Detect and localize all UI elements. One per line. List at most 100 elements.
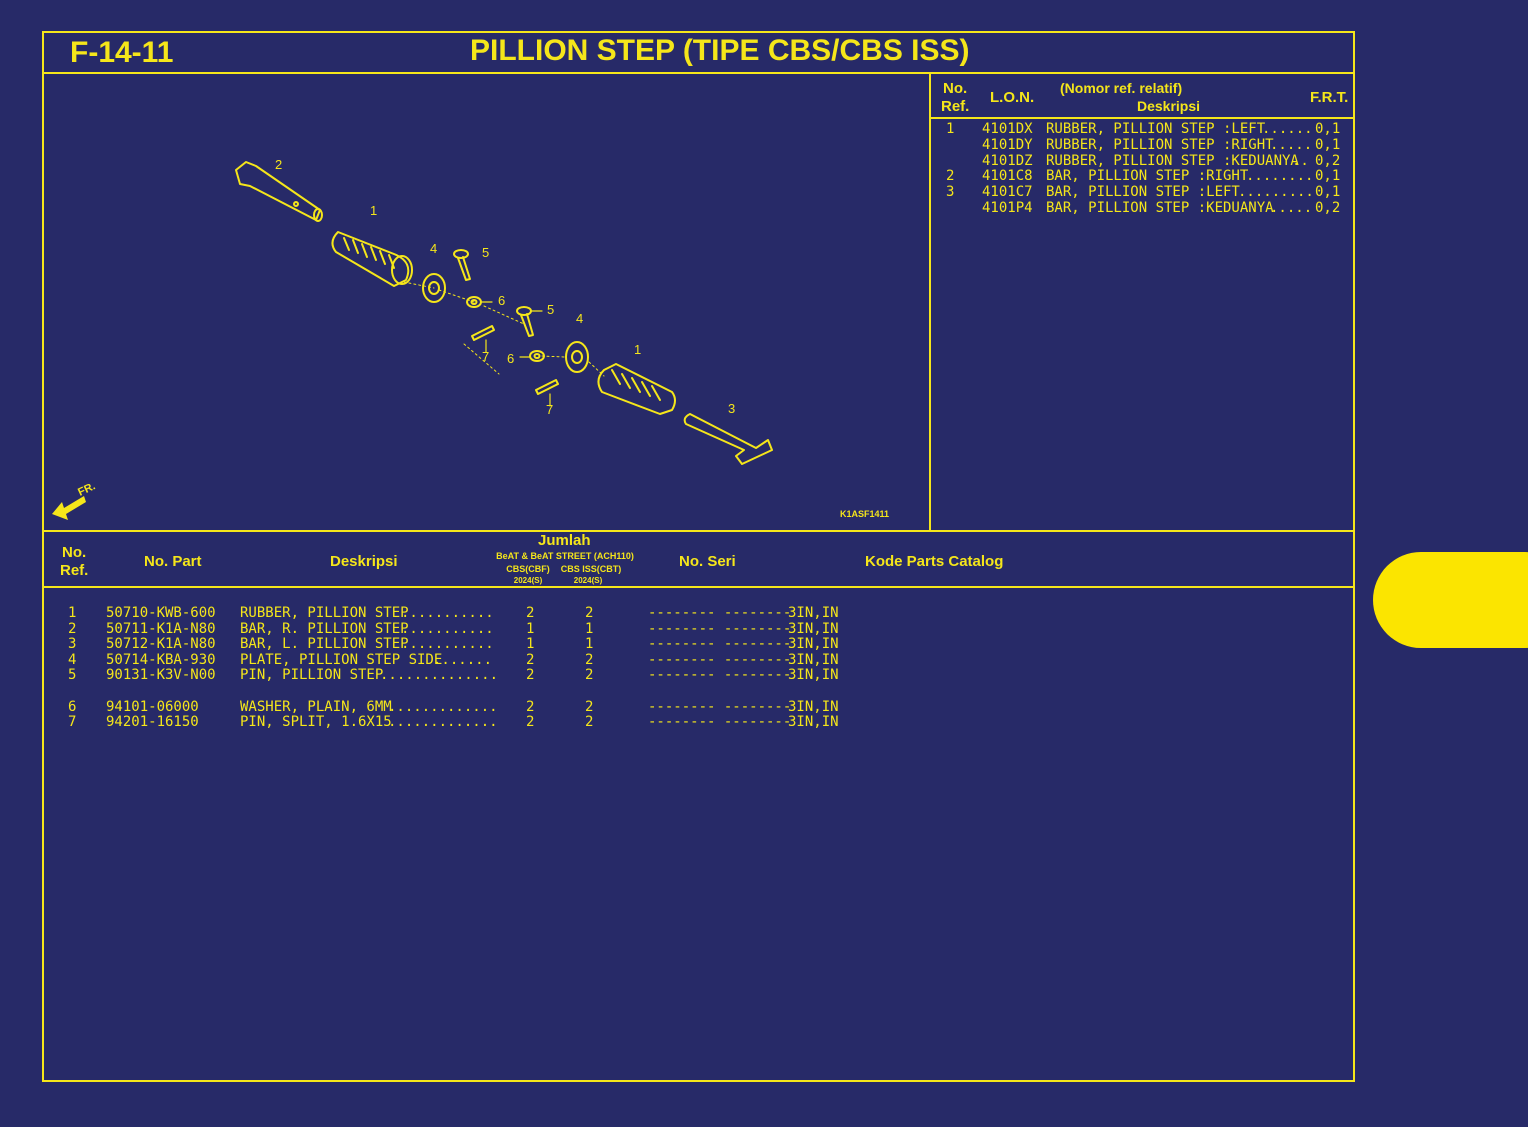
qty2-cell: 2 [585, 652, 594, 668]
dots-cell: ..... [1270, 200, 1313, 216]
front-label: FR. [76, 480, 97, 498]
diagram-bottom-divider [42, 530, 1355, 532]
part-number-cell: 50714-KBA-930 [106, 652, 216, 668]
frt-cell: 0,2 [1315, 200, 1341, 216]
qty1-cell: 2 [526, 605, 535, 621]
seri-cell: -------- -------- [648, 714, 792, 730]
seri-cell: -------- -------- [648, 636, 792, 652]
desc-cell: BAR, PILLION STEP :RIGHT [1046, 168, 1249, 184]
desc-cell: PLATE, PILLION STEP SIDE [240, 652, 443, 668]
lon-cell: 4101C8 [982, 168, 1033, 184]
seri-cell: -------- -------- [648, 699, 792, 715]
ref-cell: 3 [68, 636, 77, 652]
qty1-cell: 2 [526, 652, 535, 668]
catalog-cell: 3IN,IN [788, 714, 839, 730]
ref-cell: 4 [68, 652, 77, 668]
callout-2: 2 [275, 157, 282, 172]
qty1-cell: 2 [526, 714, 535, 730]
parts-header-divider [42, 586, 1355, 588]
dots-cell: ........... [401, 605, 494, 621]
dots-cell: ............. [388, 714, 498, 730]
dots-cell: ....... [433, 652, 493, 668]
ref-header-frt: F.R.T. [1310, 89, 1349, 106]
parts-header-year2: 2024(S) [573, 576, 603, 585]
ref-header-ref: Ref. [941, 98, 970, 115]
part-number-cell: 94201-16150 [106, 714, 199, 730]
ref-header-no: No. [943, 80, 968, 97]
part-bar-left [683, 413, 773, 465]
part-number-cell: 50711-K1A-N80 [106, 621, 216, 637]
part-washer-lower [519, 350, 545, 362]
desc-cell: RUBBER, PILLION STEP :KEDUANYA [1046, 153, 1299, 169]
qty2-cell: 1 [585, 621, 594, 637]
dots-cell: ........ [1246, 168, 1314, 184]
qty2-cell: 2 [585, 667, 594, 683]
desc-cell: RUBBER, PILLION STEP :RIGHT [1046, 137, 1274, 153]
side-tab[interactable] [1373, 552, 1528, 648]
part-rubber-upper [331, 231, 413, 287]
part-bar-right [235, 161, 323, 222]
lon-cell: 4101C7 [982, 184, 1033, 200]
parts-header-catalog: Kode Parts Catalog [865, 553, 1004, 570]
qty2-cell: 2 [585, 605, 594, 621]
part-plate-lower [565, 341, 589, 373]
desc-cell: RUBBER, PILLION STEP :LEFT [1046, 121, 1266, 137]
ref-cell: 3 [946, 184, 955, 200]
part-number-cell: 90131-K3V-N00 [106, 667, 216, 683]
qty1-cell: 1 [526, 621, 535, 637]
callout-5-upper: 5 [482, 245, 489, 260]
callout-6-upper: 6 [498, 293, 505, 308]
seri-cell: -------- -------- [648, 667, 792, 683]
part-rubber-lower [597, 363, 676, 415]
qty2-cell: 2 [585, 699, 594, 715]
callout-1-lower: 1 [634, 342, 641, 357]
ref-header-desc-top: (Nomor ref. relatif) [1060, 80, 1183, 96]
seri-cell: -------- -------- [648, 652, 792, 668]
qty2-cell: 2 [585, 714, 594, 730]
part-number-cell: 50710-KWB-600 [106, 605, 216, 621]
ref-header-lon: L.O.N. [990, 89, 1035, 106]
catalog-cell: 3IN,IN [788, 652, 839, 668]
qty1-cell: 1 [526, 636, 535, 652]
parts-header-col2: CBS ISS(CBT) [560, 564, 622, 574]
dots-cell: ......... [1238, 184, 1314, 200]
qty1-cell: 2 [526, 699, 535, 715]
ref-cell: 1 [946, 121, 955, 137]
callout-7-upper: 7 [482, 349, 489, 364]
desc-cell: BAR, PILLION STEP :KEDUANYA [1046, 200, 1274, 216]
catalog-cell: 3IN,IN [788, 621, 839, 637]
desc-cell: BAR, PILLION STEP :LEFT [1046, 184, 1240, 200]
dots-cell: ............. [388, 699, 498, 715]
parts-header-ref: Ref. [60, 562, 89, 579]
callout-5-lower: 5 [547, 302, 554, 317]
desc-cell: BAR, L. PILLION STEP [240, 636, 409, 652]
parts-header-jumlah: Jumlah [538, 532, 591, 549]
part-washer-upper [466, 296, 493, 308]
part-number-cell: 50712-K1A-N80 [106, 636, 216, 652]
lon-cell: 4101DZ [982, 153, 1033, 169]
part-pin-lower [516, 306, 543, 337]
frt-cell: 0,1 [1315, 168, 1341, 184]
frt-cell: 0,2 [1315, 153, 1341, 169]
seri-cell: -------- -------- [648, 621, 792, 637]
exploded-diagram: 2 1 4 5 6 5 4 7 6 1 7 3 FR. K1ASF1411 [52, 157, 889, 520]
lon-cell: 4101P4 [982, 200, 1033, 216]
dots-cell: ..... [1270, 137, 1313, 153]
catalog-cell: 3IN,IN [788, 667, 839, 683]
part-split-pin-upper [471, 325, 495, 353]
frt-cell: 0,1 [1315, 137, 1341, 153]
parts-header-model: BeAT & BeAT STREET (ACH110) [496, 551, 634, 561]
ref-cell: 5 [68, 667, 77, 683]
part-number-cell: 94101-06000 [106, 699, 199, 715]
parts-header-year1: 2024(S) [513, 576, 543, 585]
dots-cell: ........... [401, 621, 494, 637]
frt-cell: 0,1 [1315, 121, 1341, 137]
page-frame [42, 31, 1355, 1082]
frt-cell: 0,1 [1315, 184, 1341, 200]
part-pin-upper [453, 249, 471, 281]
ref-header-desc: Deskripsi [1137, 98, 1201, 114]
callout-7-lower: 7 [546, 402, 553, 417]
dots-cell: .. [1292, 153, 1309, 169]
lon-cell: 4101DY [982, 137, 1033, 153]
dots-cell: ........... [401, 636, 494, 652]
